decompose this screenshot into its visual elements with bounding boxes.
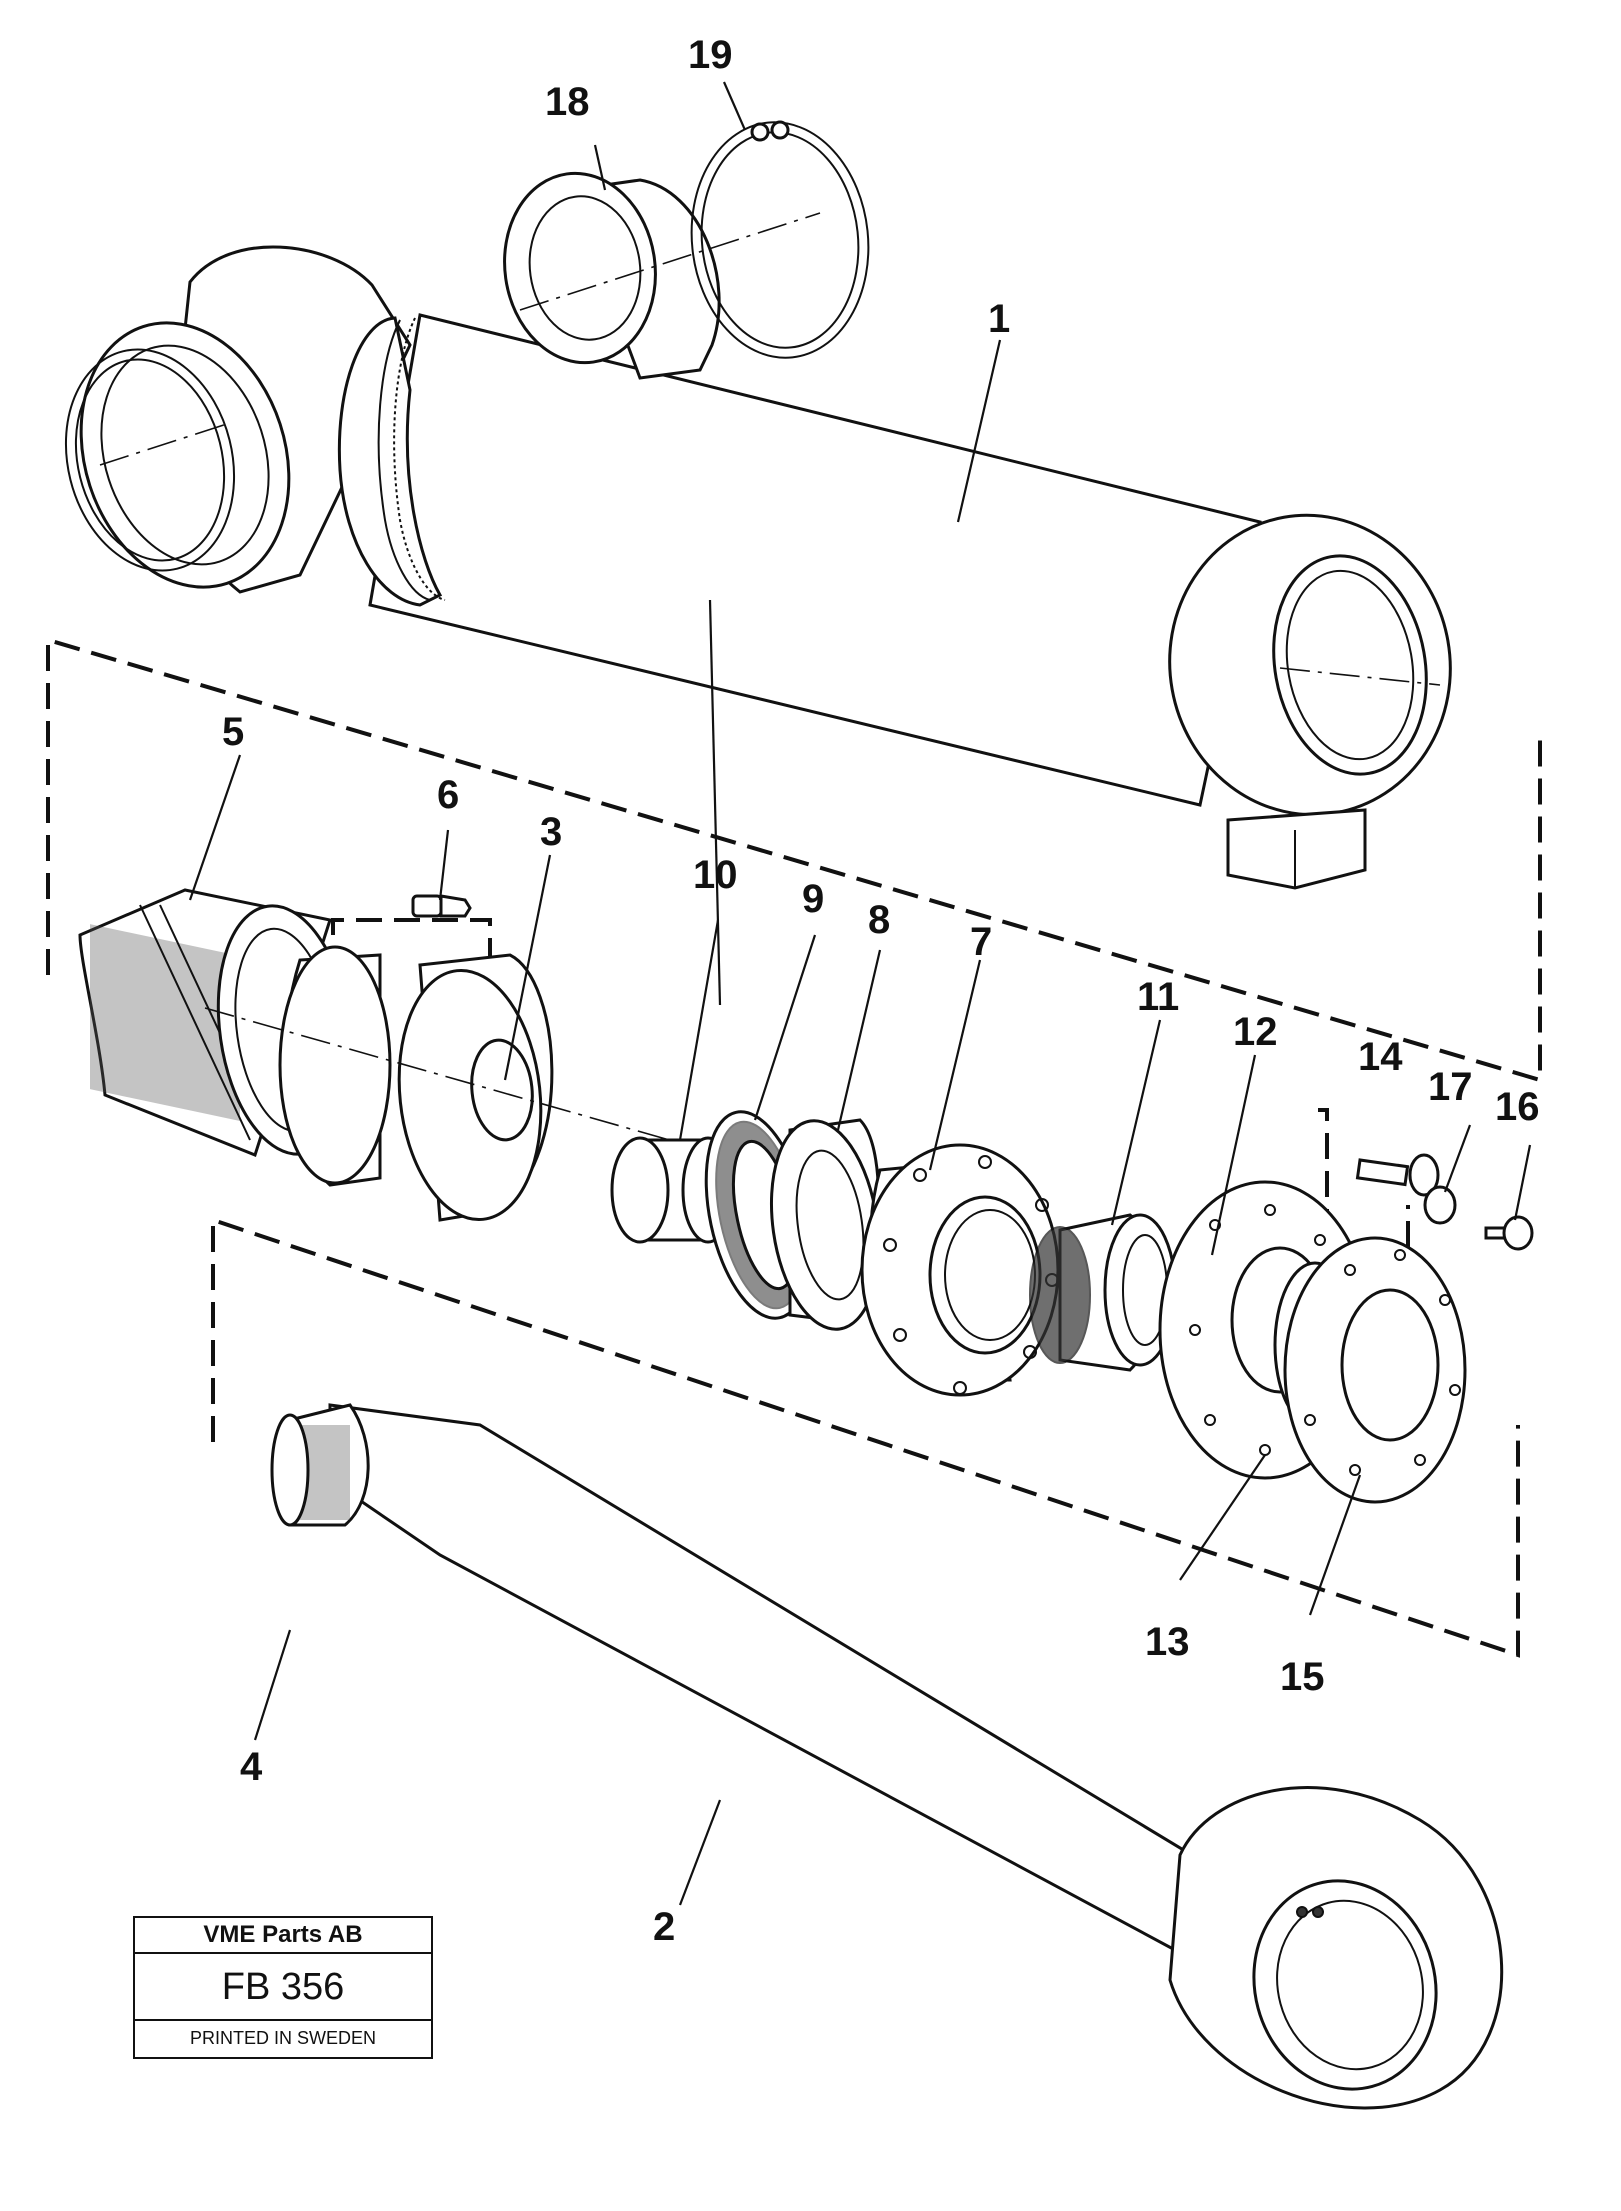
callout-11: 11 bbox=[1137, 975, 1179, 1019]
callout-1: 1 bbox=[988, 297, 1010, 341]
part-6-nipple bbox=[411, 894, 472, 918]
callout-12: 12 bbox=[1233, 1010, 1278, 1054]
assembly-dash-lines bbox=[46, 637, 1542, 1658]
printed-note: PRINTED IN SWEDEN bbox=[189, 2028, 376, 2048]
part-2-piston-rod bbox=[270, 1403, 1504, 2110]
part-16-screw bbox=[1484, 1215, 1534, 1251]
callout-18: 18 bbox=[545, 80, 590, 124]
callout-5: 5 bbox=[222, 710, 244, 754]
callout-4: 4 bbox=[240, 1745, 263, 1789]
callout-19: 19 bbox=[688, 33, 733, 77]
part-18-bushing bbox=[503, 171, 821, 380]
callout-16: 16 bbox=[1495, 1085, 1540, 1129]
part-14-screw bbox=[1355, 1153, 1440, 1197]
callout-6: 6 bbox=[437, 773, 459, 817]
left-snap-ring bbox=[64, 348, 236, 572]
part-3-piston bbox=[204, 945, 1251, 1306]
callout-8: 8 bbox=[868, 898, 890, 942]
part-19-snap-ring bbox=[690, 120, 870, 359]
callout-3: 3 bbox=[540, 810, 562, 854]
callout-labels: 1 2 3 4 5 6 7 8 9 10 11 12 13 14 15 16 1… bbox=[222, 33, 1540, 1949]
callout-15: 15 bbox=[1280, 1655, 1325, 1699]
part-17-washer bbox=[1423, 1185, 1457, 1225]
callout-7: 7 bbox=[970, 920, 992, 964]
part-15-plate bbox=[1283, 1236, 1467, 1504]
drawing-code: FB 356 bbox=[135, 1954, 431, 2021]
callout-2: 2 bbox=[653, 1905, 675, 1949]
part-8-seal bbox=[769, 1118, 881, 1331]
part-11-seal-pack bbox=[1029, 1213, 1177, 1372]
callout-13: 13 bbox=[1145, 1620, 1190, 1664]
part-7-flange bbox=[860, 1143, 1060, 1397]
callout-10: 10 bbox=[693, 853, 738, 897]
company-name: VME Parts AB bbox=[135, 1918, 431, 1954]
leader-lines bbox=[188, 81, 1532, 1906]
title-block: VME Parts AB FB 356 PRINTED IN SWEDEN bbox=[133, 1916, 433, 2059]
callout-17: 17 bbox=[1428, 1065, 1473, 1109]
callout-9: 9 bbox=[802, 877, 824, 921]
callout-14: 14 bbox=[1358, 1035, 1403, 1079]
